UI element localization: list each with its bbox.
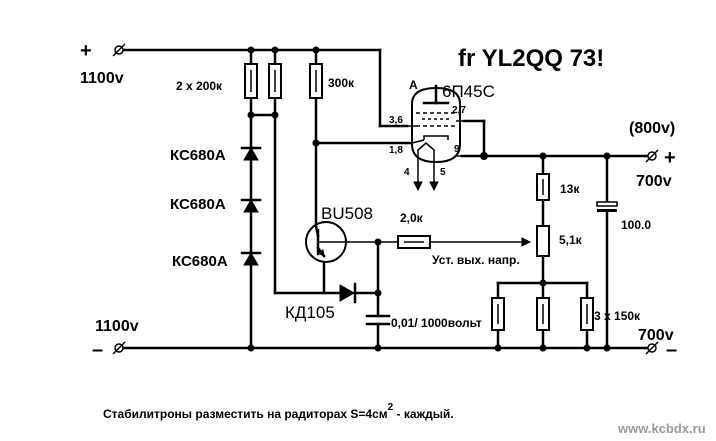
- plus-sign-input: +: [80, 40, 92, 62]
- resistor-150k-c: [580, 297, 594, 331]
- heatsink-note: Стабилитроны разместить на радиторах S=4…: [103, 402, 454, 421]
- tube-pin-18: 1,8: [389, 145, 403, 156]
- transistor-bu508: [305, 221, 347, 263]
- resistor-300k: [309, 63, 323, 99]
- r-load-triple-label: 3 x 150к: [594, 309, 641, 323]
- adjust-label: Уст. вых. напр.: [432, 253, 520, 267]
- tube-6p45s: [408, 84, 464, 192]
- r-divider-pair-label: 2 x 200к: [176, 79, 223, 93]
- tube-pin-5: 5: [440, 167, 446, 178]
- r-base-feed-label: 300к: [328, 76, 355, 90]
- capacitor-100: [596, 201, 618, 212]
- wiring: [120, 48, 650, 350]
- heatsink-note-main: Стабилитроны разместить на радиторах S=4…: [103, 407, 388, 421]
- capacitor-output-label: 100.0: [621, 218, 651, 232]
- heatsink-note-superscript: 2: [388, 402, 394, 413]
- capacitor-0-01: [365, 314, 391, 326]
- output-terminal-top: [645, 149, 659, 163]
- r-adjust-series-label: 2,0к: [400, 211, 424, 225]
- resistor-r1-200k: [244, 63, 258, 99]
- resistor-150k-b: [536, 297, 550, 331]
- junction-dots: [247, 46, 611, 352]
- tube-pin-4: 4: [404, 167, 410, 178]
- plus-sign-output: +: [664, 147, 676, 169]
- minus-sign-input: –: [92, 339, 103, 361]
- resistor-150k-a: [491, 297, 505, 331]
- output-voltage-bottom-label: 700v: [638, 327, 674, 344]
- minus-sign-output: –: [666, 339, 677, 361]
- diode-kd105: [339, 282, 357, 304]
- pot-divider-label: 5,1к: [559, 233, 583, 247]
- potentiometer-5k1: [521, 225, 550, 257]
- input-terminal-bottom: [112, 341, 126, 355]
- heatsink-note-tail: - каждый.: [393, 407, 453, 421]
- zener-diode-2: [240, 198, 262, 213]
- r-upper-divider-label: 13к: [560, 182, 580, 196]
- diode-label: КД105: [285, 303, 335, 322]
- tube-pin-anode: А: [409, 78, 418, 92]
- resistor-13k: [536, 173, 550, 201]
- tube-pin-27: 2,7: [452, 105, 466, 116]
- tube-label: 6П45С: [442, 82, 495, 101]
- diagram-title: fr YL2QQ 73!: [458, 45, 604, 72]
- input-voltage-top-label: 1100v: [80, 70, 124, 87]
- zener-1-label: КС680А: [170, 147, 226, 164]
- capacitor-bypass-label: 0,01/ 1000вольт: [391, 316, 482, 330]
- output-voltage-unloaded-label: (800v): [629, 120, 675, 137]
- zener-3-label: КС680А: [172, 253, 228, 270]
- zener-diode-1: [240, 146, 262, 161]
- watermark: www.kcbdx.ru: [617, 421, 706, 436]
- tube-pin-9: 9: [454, 144, 460, 155]
- zener-diode-3: [240, 251, 262, 266]
- transistor-label: BU508: [321, 204, 373, 223]
- output-voltage-top-label: 700v: [636, 173, 672, 190]
- input-voltage-bottom-label: 1100v: [95, 318, 139, 335]
- resistor-2k: [397, 235, 431, 249]
- resistor-r2-200k: [268, 63, 282, 99]
- input-terminal-top: [112, 43, 126, 57]
- tube-pin-36: 3,6: [389, 115, 403, 126]
- output-terminal-bottom: [645, 341, 659, 355]
- zener-2-label: КС680А: [170, 196, 226, 213]
